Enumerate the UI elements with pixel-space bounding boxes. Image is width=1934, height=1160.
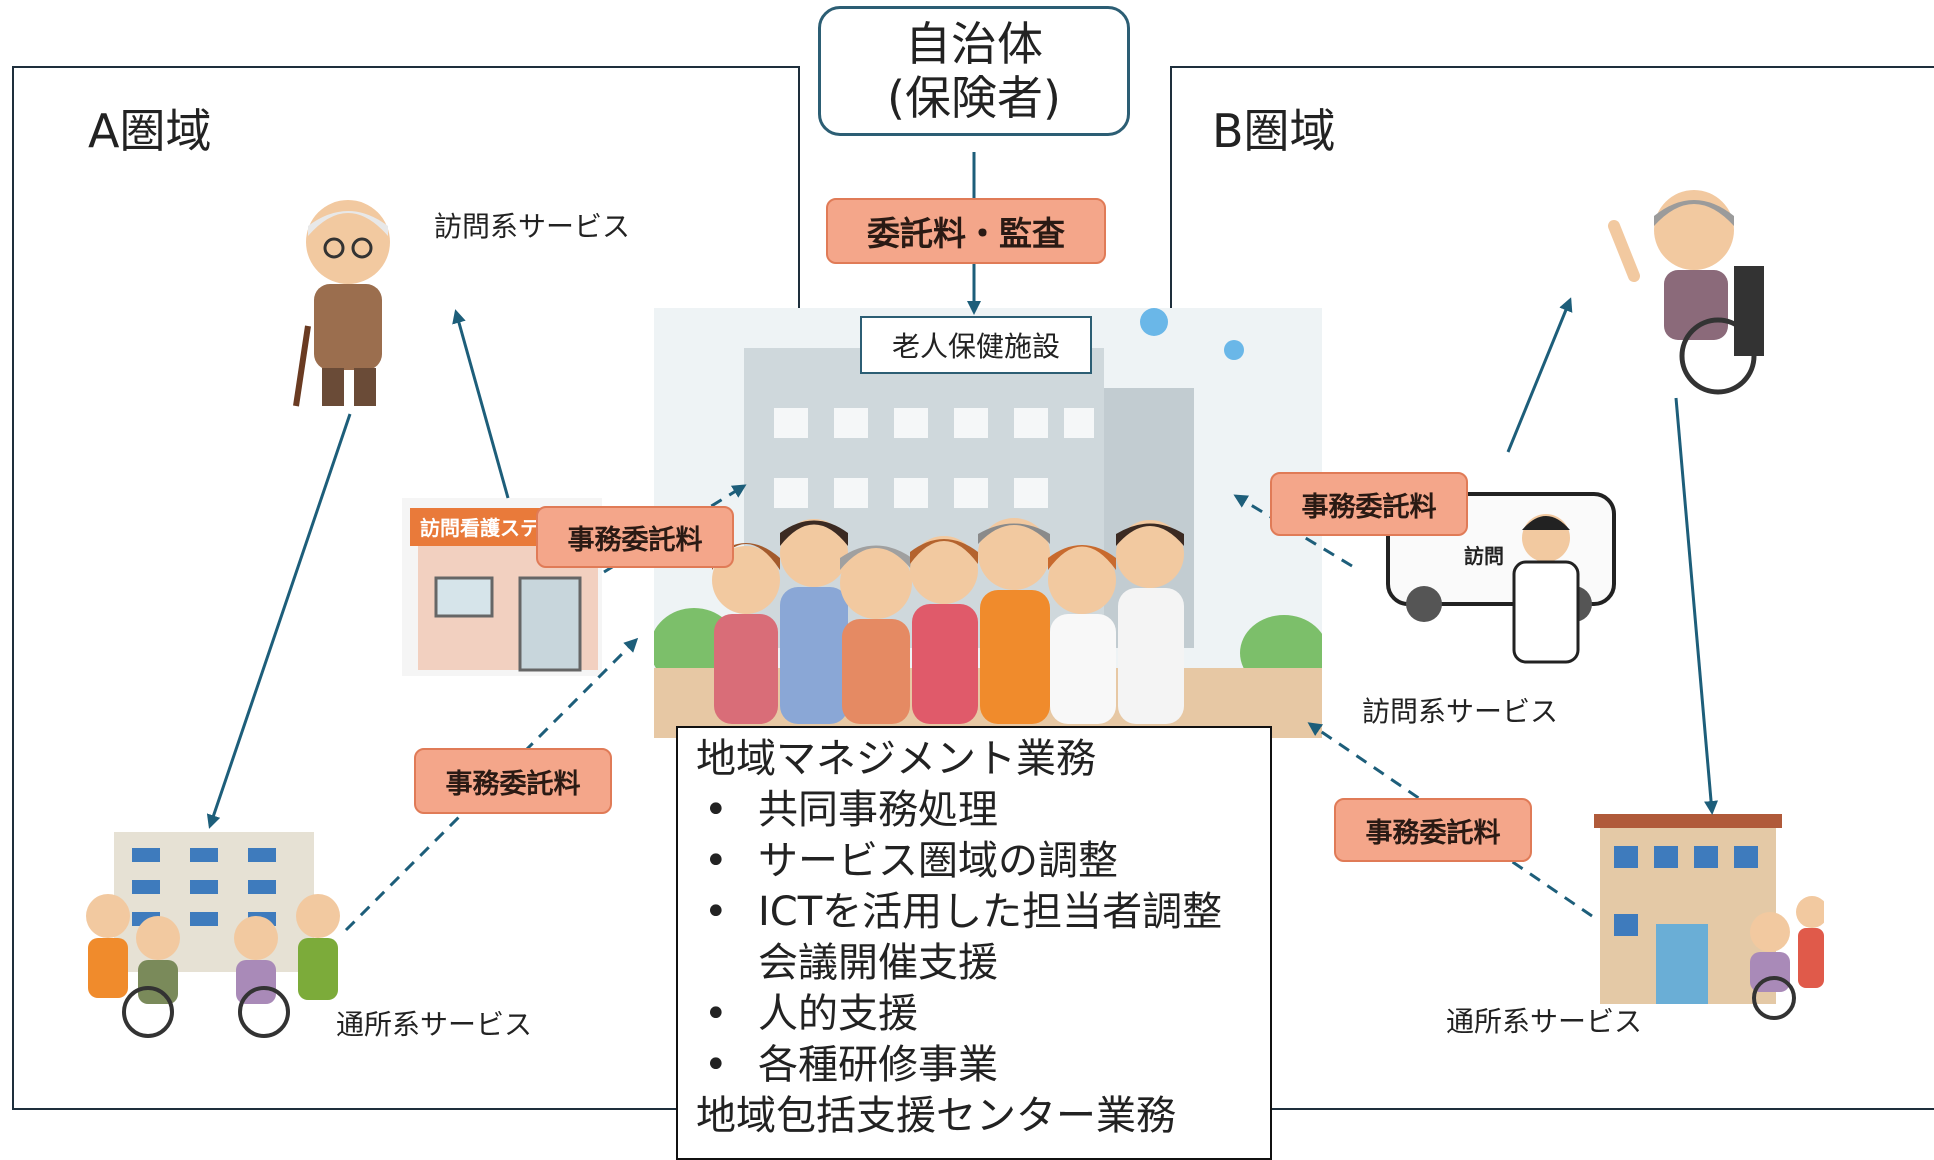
regional-management-tasks: 地域マネジメント業務 共同事務処理 サービス圏域の調整 ICTを活用した担当者調… [676, 726, 1272, 1160]
region-b-visit-service-label: 訪問系サービス [1362, 695, 1559, 728]
day-care-facility-icon [78, 826, 350, 1040]
region-b-day-service-label: 通所系サービス [1446, 1005, 1643, 1038]
task-item: サービス圏域の調整 [696, 836, 1252, 887]
consignment-audit-box: 委託料・監査 [826, 198, 1106, 264]
elderly-to-daycare-arrow-a [206, 413, 352, 829]
region-a-label: A圏域 [88, 104, 212, 158]
municipality-title: 自治体 [905, 16, 1043, 71]
tasks-footer: 地域包括支援センター業務 [696, 1093, 1176, 1139]
municipality-box: 自治体 (保険者) [818, 6, 1130, 136]
task-item: 各種研修事業 [696, 1040, 1252, 1091]
elderly-man-icon [274, 196, 414, 408]
task-item: ICTを活用した担当者調整 [696, 887, 1252, 938]
task-item: 人的支援 [696, 989, 1252, 1040]
region-a-day-service-label: 通所系サービス [336, 1008, 533, 1041]
wheelchair-elder-icon [1594, 186, 1780, 398]
facility-title: 老人保健施設 [860, 316, 1092, 374]
tasks-list: 共同事務処理 サービス圏域の調整 ICTを活用した担当者調整 [696, 785, 1252, 938]
elder-to-daycare-arrow-b [1674, 397, 1719, 815]
fee-tag-station-a: 事務委託料 [536, 506, 734, 568]
van-sign: 訪問 [1464, 544, 1504, 568]
region-a-visit-service-label: 訪問系サービス [434, 210, 631, 243]
task-item-continuation: 会議開催支援 [758, 940, 998, 986]
tasks-list-continued: 人的支援 各種研修事業 [696, 989, 1252, 1091]
task-item: 共同事務処理 [696, 785, 1252, 836]
station-to-elderly-arrow-a [452, 309, 510, 499]
daycare-fee-arrow-a [344, 637, 639, 932]
tasks-heading: 地域マネジメント業務 [696, 736, 1096, 782]
municipality-subtitle: (保険者) [887, 71, 1061, 125]
fee-tag-daycare-b: 事務委託料 [1334, 798, 1532, 862]
facility-illustration [654, 308, 1322, 738]
fee-tag-daycare-a: 事務委託料 [414, 748, 612, 814]
facility-building-icon [654, 308, 1322, 738]
day-care-center-icon [1592, 814, 1828, 1020]
nursing-station-icon: 訪問看護ステー [402, 498, 602, 676]
van-to-elder-arrow-b [1506, 297, 1573, 453]
region-b-label: B圏域 [1212, 104, 1336, 158]
fee-tag-van-b: 事務委託料 [1270, 472, 1468, 536]
